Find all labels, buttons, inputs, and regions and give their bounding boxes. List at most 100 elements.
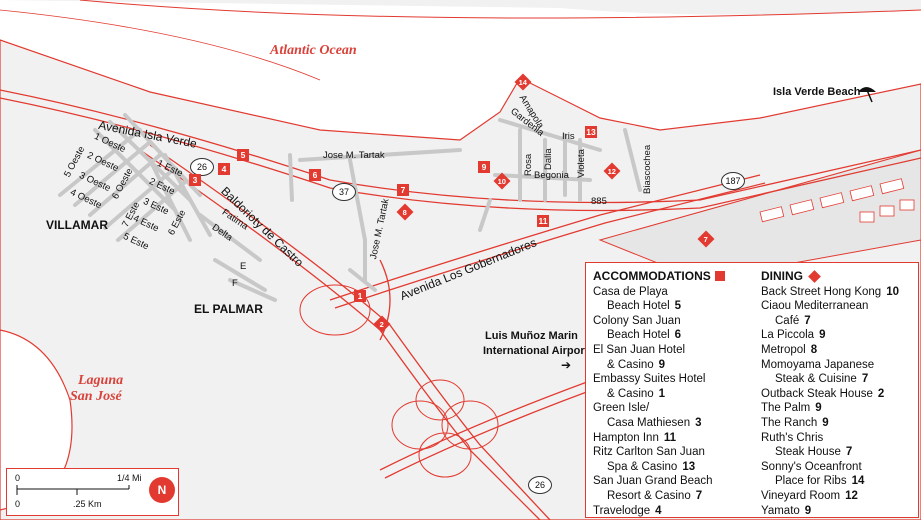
accommodations-item-number: 4: [655, 504, 662, 517]
accommodations-item-number: 13: [682, 460, 696, 473]
dining-marker-14-label: 14: [518, 77, 528, 87]
dining-marker-7-label: 7: [703, 234, 709, 244]
route-26-shield: 26: [190, 158, 214, 176]
route-187-shield: 187: [721, 172, 745, 190]
dining-item-line1: Momoyama Japanese: [761, 358, 899, 373]
dining-title: DINING: [761, 269, 803, 283]
accommodations-item-line1: Embassy Suites Hotel: [593, 372, 725, 387]
lagoon-label-line1: Laguna: [78, 373, 124, 388]
accommodations-item-line1: Colony San Juan: [593, 314, 725, 329]
dining-marker-8-label: 8: [402, 207, 408, 217]
accommodations-item-name-cont: Resort & Casino: [607, 489, 691, 502]
street-tartak-h: Jose M. Tartak: [323, 150, 385, 161]
ocean-label: Atlantic Ocean: [270, 43, 357, 58]
accommodations-item-number: 1: [658, 387, 666, 400]
accommodation-marker-7[interactable]: 7: [397, 184, 409, 196]
accommodation-marker-4[interactable]: 4: [218, 163, 230, 175]
dining-item-name-cont: Steak House: [775, 446, 841, 459]
scale-zero-top: 0: [15, 473, 21, 483]
dining-item-number: 9: [815, 402, 822, 415]
dining-item-name: Sonny's Oceanfront: [761, 460, 862, 473]
accommodation-marker-13[interactable]: 13: [585, 126, 597, 138]
accommodations-item-name: El San Juan Hotel: [593, 343, 686, 356]
accommodations-item-line1: Green Isle/: [593, 401, 725, 416]
dining-marker-10-label: 10: [497, 176, 507, 186]
accommodation-marker-11[interactable]: 11: [537, 215, 549, 227]
dining-item-number: 9: [822, 416, 829, 429]
north-arrow-icon: N: [149, 477, 175, 503]
accommodations-item-name: Hampton Inn: [593, 431, 659, 444]
dining-item-line1: La Piccola 9: [761, 328, 899, 343]
dining-item-name: La Piccola: [761, 329, 815, 342]
accommodation-marker-1[interactable]: 1: [354, 290, 366, 302]
dining-item-name: Vineyard Room: [761, 489, 841, 502]
scale-bar: 0 1/4 Mi 0 .25 Km N: [6, 468, 179, 516]
accommodations-item-number: 6: [674, 329, 682, 342]
accommodation-marker-6[interactable]: 6: [309, 169, 321, 181]
accommodations-item-name: Green Isle/: [593, 402, 650, 415]
accommodations-item-name: Colony San Juan: [593, 314, 681, 327]
dining-item-number: 2: [877, 387, 885, 400]
north-label: N: [157, 483, 167, 497]
accommodation-marker-3[interactable]: 3: [189, 174, 201, 186]
street-dalia: Dalia: [543, 148, 554, 170]
street-iris: Iris: [562, 131, 575, 142]
accommodation-marker-5[interactable]: 5: [237, 149, 249, 161]
accommodations-item-line1: El San Juan Hotel: [593, 343, 725, 358]
accommodations-item-name: San Juan Grand Beach: [593, 475, 713, 488]
accommodation-marker-9[interactable]: 9: [478, 161, 490, 173]
street-rosa: Rosa: [523, 153, 534, 176]
dining-item-number: 10: [886, 285, 899, 298]
street-begonia: Begonia: [534, 170, 569, 181]
dining-heading: DINING: [761, 269, 899, 284]
accommodations-item: Hampton Inn 11: [593, 431, 725, 446]
area-el-palmar: EL PALMAR: [194, 302, 263, 316]
accommodations-item-name: Casa de Playa: [593, 285, 668, 298]
dining-item-line1: Ruth's Chris: [761, 431, 899, 446]
dining-item-line1: Ciaou Mediterranean: [761, 299, 899, 314]
accommodations-item-number: 9: [658, 358, 666, 371]
accommodations-item-number: 11: [663, 431, 677, 444]
dining-item-number: 8: [810, 343, 818, 356]
dining-item-number: 9: [819, 329, 826, 342]
dining-marker-2-label: 2: [379, 319, 385, 329]
dining-item-number: 12: [845, 489, 858, 502]
dining-item-name-cont: Place for Ribs: [775, 475, 847, 488]
square-marker-icon: [714, 271, 725, 282]
accommodations-item-number: 5: [674, 300, 682, 313]
dining-item-line1: Sonny's Oceanfront: [761, 460, 899, 475]
scale-lines: [16, 485, 130, 495]
dining-item-line1: Vineyard Room 12: [761, 489, 899, 504]
accommodations-item-line1: Casa de Playa: [593, 285, 725, 300]
dining-item-name: Momoyama Japanese: [761, 358, 875, 371]
scale-km-label: .25 Km: [73, 499, 102, 509]
street-biascochea: Biascochea: [642, 144, 653, 194]
